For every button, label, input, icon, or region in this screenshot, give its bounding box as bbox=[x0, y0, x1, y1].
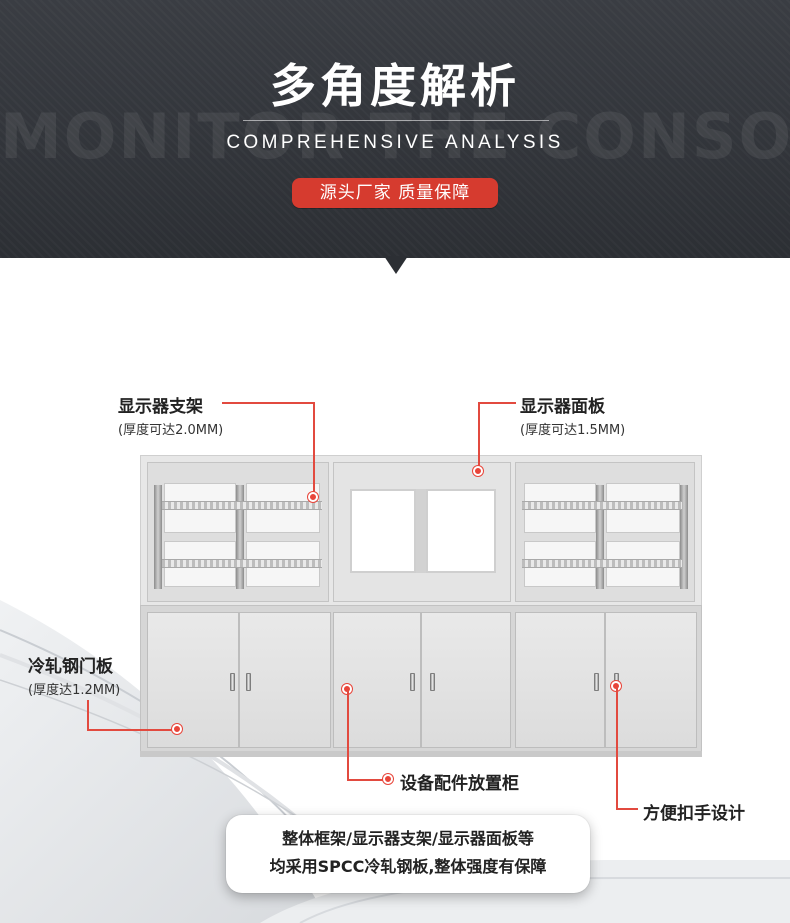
callout-line bbox=[616, 687, 618, 809]
callout-handle-label: 方便扣手设计 bbox=[643, 804, 745, 824]
callout-line bbox=[222, 402, 314, 404]
header-pointer-triangle bbox=[384, 256, 408, 274]
callout-storage-cabinet-label: 设备配件放置柜 bbox=[400, 774, 519, 794]
callout-line bbox=[347, 690, 349, 780]
cabinet-door[interactable] bbox=[605, 612, 697, 748]
bracket-rail bbox=[162, 559, 322, 568]
background-watermark-text: MONITOR THE CONSOLE bbox=[0, 100, 790, 173]
callout-monitor-panel-label: 显示器面板 bbox=[520, 397, 605, 417]
panel-mullion bbox=[416, 489, 426, 573]
upright-post bbox=[154, 485, 162, 589]
upright-post bbox=[236, 485, 244, 589]
page-title: 多角度解析 bbox=[270, 59, 520, 113]
bracket-rail bbox=[162, 501, 322, 510]
callout-line bbox=[313, 402, 315, 496]
monitor-bracket-section-left bbox=[147, 462, 329, 602]
callout-line bbox=[478, 402, 480, 470]
page-subtitle: COMPREHENSIVE ANALYSIS bbox=[226, 132, 564, 153]
callout-line bbox=[616, 808, 638, 810]
door-handle[interactable] bbox=[594, 673, 599, 691]
callout-line bbox=[347, 779, 387, 781]
panel-window bbox=[350, 489, 416, 573]
cabinet-door[interactable] bbox=[515, 612, 605, 748]
cabinet-door[interactable] bbox=[239, 612, 331, 748]
callout-dot bbox=[383, 774, 393, 784]
callout-monitor-bracket-label: 显示器支架 bbox=[118, 397, 203, 417]
monitor-bracket-section-right bbox=[515, 462, 695, 602]
callout-dot bbox=[172, 724, 182, 734]
door-handle[interactable] bbox=[230, 673, 235, 691]
callout-line bbox=[87, 700, 89, 730]
cabinet-door[interactable] bbox=[147, 612, 239, 748]
title-divider bbox=[243, 120, 549, 121]
bracket-rail bbox=[522, 501, 682, 510]
console-cabinet bbox=[140, 455, 702, 757]
bracket-rail bbox=[522, 559, 682, 568]
door-handle[interactable] bbox=[430, 673, 435, 691]
callout-monitor-panel-detail: (厚度可达1.5MM) bbox=[520, 423, 626, 438]
door-handle[interactable] bbox=[410, 673, 415, 691]
note-line-1: 整体框架/显示器支架/显示器面板等 bbox=[282, 829, 534, 848]
cabinet-lower-storage bbox=[140, 605, 702, 755]
upright-post bbox=[680, 485, 688, 589]
callout-line bbox=[478, 402, 516, 404]
cabinet-base bbox=[140, 751, 702, 757]
panel-window bbox=[426, 489, 496, 573]
callout-dot bbox=[473, 466, 483, 476]
header-banner: MONITOR THE CONSOLE 多角度解析 COMPREHENSIVE … bbox=[0, 0, 790, 258]
monitor-panel-section bbox=[333, 462, 511, 602]
callout-line bbox=[87, 729, 177, 731]
callout-dot bbox=[308, 492, 318, 502]
quality-badge: 源头厂家 质量保障 bbox=[292, 178, 498, 208]
callout-steel-door-detail: (厚度达1.2MM) bbox=[28, 683, 121, 698]
note-line-2: 均采用SPCC冷轧钢板,整体强度有保障 bbox=[269, 857, 547, 876]
cabinet-upper-frame bbox=[140, 455, 702, 607]
cabinet-door[interactable] bbox=[421, 612, 511, 748]
callout-steel-door-label: 冷轧钢门板 bbox=[28, 657, 113, 677]
callout-monitor-bracket-detail: (厚度可达2.0MM) bbox=[118, 423, 224, 438]
door-handle[interactable] bbox=[246, 673, 251, 691]
upright-post bbox=[596, 485, 604, 589]
material-note-box: 整体框架/显示器支架/显示器面板等 均采用SPCC冷轧钢板,整体强度有保障 bbox=[226, 815, 590, 893]
